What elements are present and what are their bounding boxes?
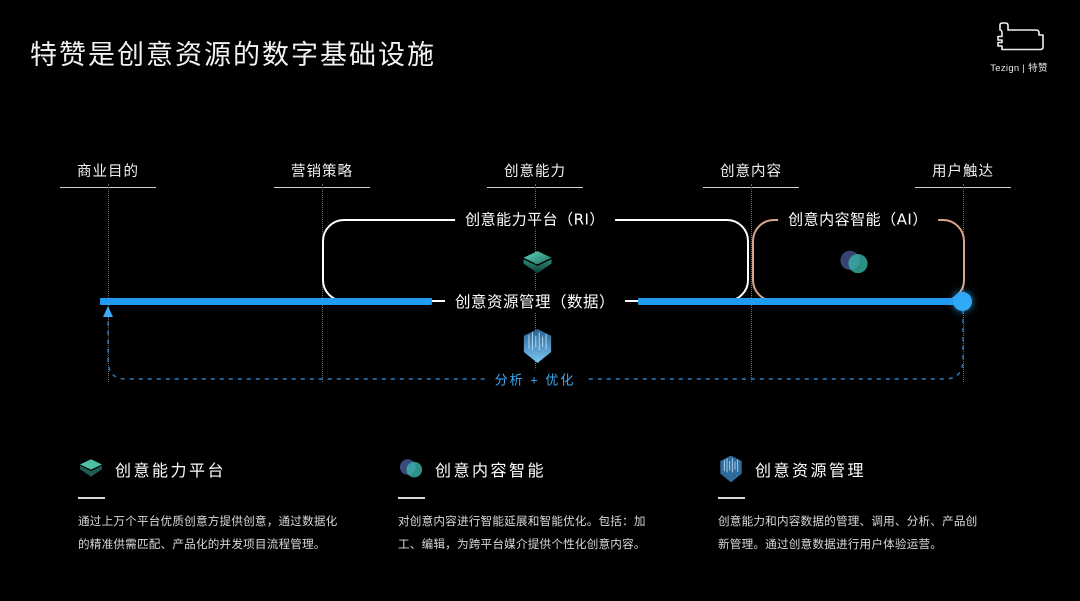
green-cube-icon: [79, 459, 103, 477]
blue-hexagon-icon: [523, 328, 552, 364]
legend-card-2-title: 创意资源管理: [755, 461, 867, 480]
legend-card-1-divider: [398, 497, 425, 499]
legend-card-1-desc-line-1: 工、编辑，为跨平台媒介提供个性化创意内容。: [398, 536, 646, 551]
blue-hexagon-icon: [720, 455, 742, 483]
timeline-guide-0: [108, 184, 109, 382]
timeline-label-0-text: 商业目的: [77, 164, 139, 180]
tezign-thumbsup-logo-icon: [997, 22, 1044, 51]
legend-card-2-desc-line-1: 新管理。通过创意数据进行用户体验运营。: [718, 536, 943, 551]
legend-card-0-desc-line-0: 通过上万个平台优质创意方提供创意，通过数据化: [78, 514, 338, 528]
legend-card-1-title: 创意内容智能: [435, 461, 547, 480]
legend-card-0-head: 创意能力平台: [78, 455, 378, 483]
logo-wordmark: Tezign | 特赞: [990, 63, 1048, 74]
legend-card-1-desc-line-0: 对创意内容进行智能延展和智能优化。包括：加: [398, 514, 646, 528]
data-line-left-segment: [100, 298, 432, 305]
green-cube-icon: [523, 251, 552, 274]
two-circles-icon: [399, 459, 423, 478]
timeline-guide-2: [535, 184, 536, 382]
timeline-label-2-text: 创意能力: [504, 164, 566, 180]
page-title: 特赞是创意资源的数字基础设施: [30, 40, 436, 71]
legend-card-1: 创意内容智能 对创意内容进行智能延展和智能优化。包括：加 工、编辑，为跨平台媒介…: [398, 455, 698, 555]
ri-platform-label: 创意能力平台（RI）: [455, 208, 615, 230]
timeline-label-3-text: 创意内容: [720, 164, 782, 180]
legend-card-1-desc: 对创意内容进行智能延展和智能优化。包括：加 工、编辑，为跨平台媒介提供个性化创意…: [398, 510, 698, 555]
timeline-label-1-text: 营销策略: [291, 164, 353, 180]
legend-card-0-desc: 通过上万个平台优质创意方提供创意，通过数据化 的精准供需匹配、产品化的并发项目流…: [78, 510, 378, 555]
legend-card-2: 创意资源管理 创意能力和内容数据的管理、调用、分析、产品创 新管理。通过创意数据…: [718, 455, 1018, 555]
data-line-endpoint-dot: [953, 292, 972, 311]
timeline-label-4-text: 用户触达: [932, 164, 994, 180]
data-line-label: 创意资源管理（数据）: [444, 290, 626, 312]
feedback-loop-label: 分析 + 优化: [484, 369, 586, 389]
data-line-right-segment: [638, 298, 964, 305]
legend-card-2-divider: [718, 497, 745, 499]
legend-card-0: 创意能力平台 通过上万个平台优质创意方提供创意，通过数据化 的精准供需匹配、产品…: [78, 455, 378, 555]
legend-card-0-title: 创意能力平台: [115, 461, 227, 480]
legend-card-0-desc-line-1: 的精准供需匹配、产品化的并发项目流程管理。: [78, 536, 326, 551]
legend-card-0-divider: [78, 497, 105, 499]
legend-card-2-head: 创意资源管理: [718, 455, 1018, 483]
two-circles-icon: [840, 250, 868, 274]
tezign-logo: Tezign | 特赞: [984, 22, 1054, 80]
ai-content-label: 创意内容智能（AI）: [778, 208, 938, 230]
legend-card-1-head: 创意内容智能: [398, 455, 698, 483]
timeline-guide-3: [751, 184, 752, 382]
legend-card-2-desc-line-0: 创意能力和内容数据的管理、调用、分析、产品创: [718, 514, 978, 528]
legend-card-2-desc: 创意能力和内容数据的管理、调用、分析、产品创 新管理。通过创意数据进行用户体验运…: [718, 510, 1018, 555]
